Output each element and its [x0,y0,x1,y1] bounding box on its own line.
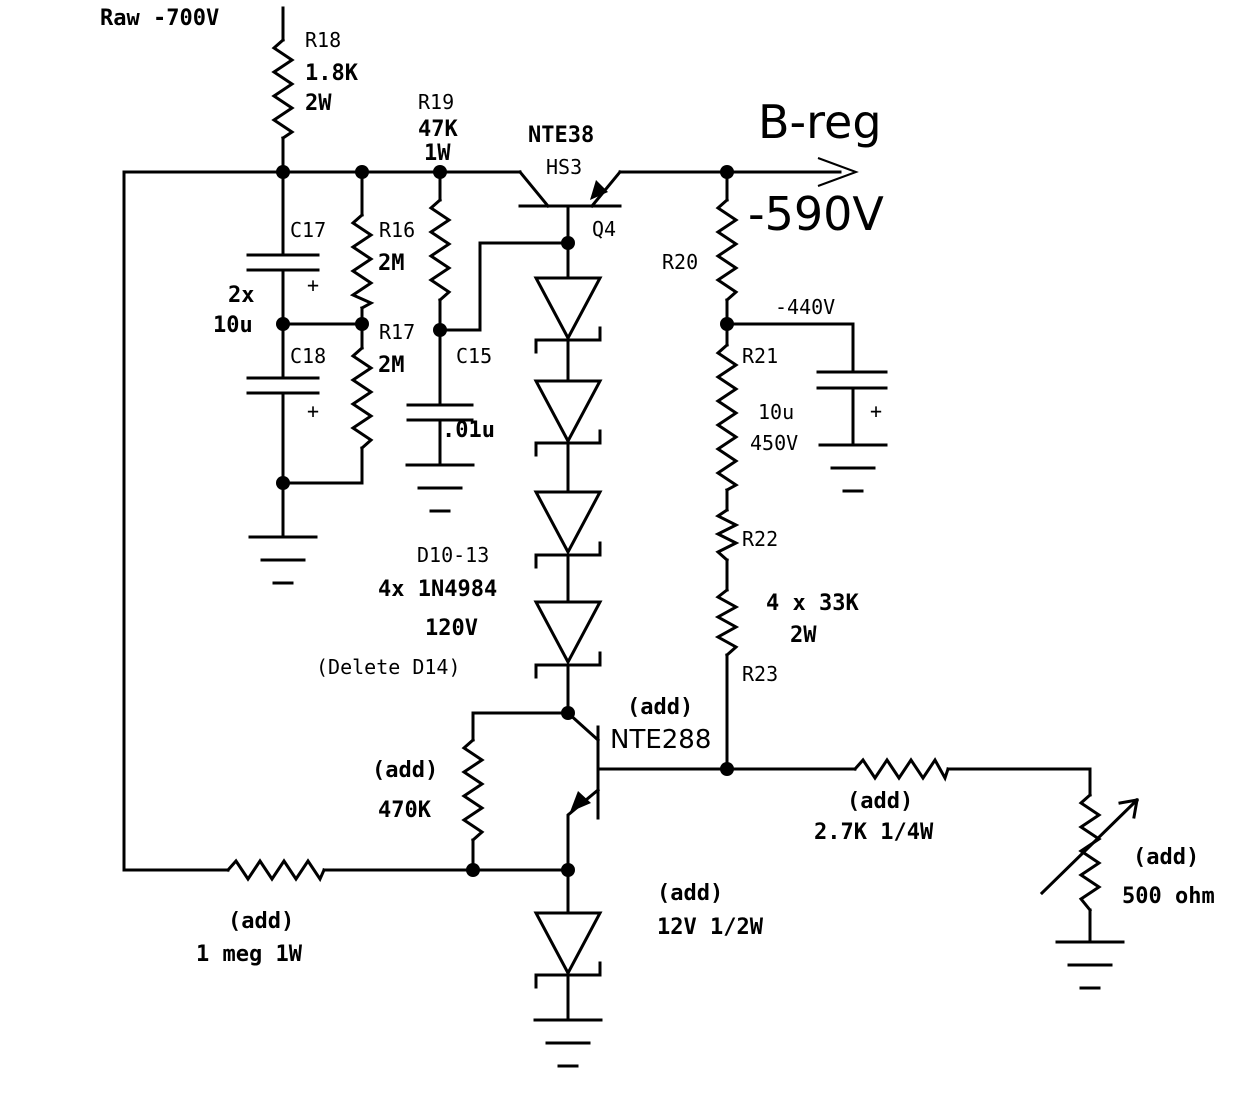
ground-icon-tap [818,443,888,493]
resistor-2k7 [852,757,950,782]
resistor-r19 [428,197,452,303]
diode-type-label: 4x 1N4984 [378,577,497,602]
add-1meg-label: (add) [228,909,294,934]
c18-plus-label: + [307,399,319,423]
q4-type-label: NTE38 [528,123,594,148]
tap-cap-voltage-label: 450V [750,431,798,455]
tap-voltage-label: -440V [775,295,835,319]
r1meg-value-label: 1 meg 1W [196,942,303,967]
zener-diode-12v [533,911,603,989]
breg-title-label: B-reg [758,95,882,149]
zener-value-label: 12V 1/2W [657,915,764,940]
c18-ref-label: C18 [290,344,326,368]
ground-icon-zener [533,1018,603,1068]
add-pot-label: (add) [1133,845,1199,870]
r16-value-label: 2M [378,251,405,276]
resistors [225,37,1140,913]
add-transistor-label: (add) [627,695,693,720]
diode-d12 [533,490,603,569]
resistor-r22 [714,507,740,563]
add-470k-label: (add) [372,758,438,783]
capacitor-c18 [246,376,320,395]
r18-ref-label: R18 [305,28,341,52]
wires [122,6,1092,1022]
nte288-emitter-arrow [570,791,591,812]
resistor-r21 [715,342,739,493]
r18-value-label: 1.8K [305,61,359,86]
pot-value-label: 500 ohm [1122,884,1215,909]
r17-value-label: 2M [378,353,405,378]
divider-value-label: 4 x 33K [766,591,859,616]
q4-emitter-arrow [590,180,608,200]
add-2k7-label: (add) [847,789,913,814]
tap-cap-plus-label: + [870,399,882,423]
diodes [533,276,603,989]
r16-ref-label: R16 [379,218,415,242]
resistor-r18 [271,37,295,141]
resistor-r23 [714,587,740,658]
junctions [276,165,734,877]
r21-ref-label: R21 [742,344,778,368]
diode-delete-label: (Delete D14) [316,655,461,679]
add-zener-label: (add) [657,881,723,906]
output-arrow-icon [817,157,859,187]
r19-ref-label: R19 [418,90,454,114]
c17-ref-label: C17 [290,218,326,242]
c17-plus-label: + [307,273,319,297]
capacitor-c17 [246,253,320,272]
r17-ref-label: R17 [379,320,415,344]
r22-ref-label: R22 [742,527,778,551]
r470k-value-label: 470K [378,798,432,823]
resistor-r17 [350,345,374,451]
resistor-470k [461,737,485,843]
cap-value-label: 10u [213,313,253,338]
q4-ref-label: Q4 [592,217,616,241]
transistor-type-label: NTE288 [610,725,711,755]
r19-value-label: 47K [418,117,458,142]
raw-supply-label: Raw -700V [100,6,219,31]
breg-voltage-label: -590V [748,187,884,241]
diode-d10 [533,276,603,354]
grounds [248,443,1125,1068]
r20-ref-label: R20 [662,250,698,274]
diode-d11 [533,379,603,457]
c15-ref-label: C15 [456,344,492,368]
resistor-1meg [225,858,326,883]
resistor-r20 [715,197,739,303]
capacitor-c15 [406,403,474,422]
ground-icon-c15 [405,463,475,513]
diode-ref-label: D10-13 [417,543,489,567]
capacitor-10u-450v [816,370,888,390]
divider-power-label: 2W [790,623,817,648]
diode-d13 [533,600,603,679]
diode-voltage-label: 120V [425,616,478,641]
ground-icon-pot [1055,940,1125,990]
resistor-r16 [349,212,375,311]
r19-power-label: 1W [424,141,451,166]
tap-cap-value-label: 10u [758,400,794,424]
labels: Raw -700V R18 1.8K 2W R19 47K 1W NTE38 H… [100,6,1215,967]
arrows [570,157,859,812]
capacitors [246,253,888,422]
r18-power-label: 2W [305,91,332,116]
r23-ref-label: R23 [742,662,778,686]
c15-value-label: .01u [442,418,495,443]
pot-arrow [1039,797,1140,896]
potentiometer-500-ohm [1078,792,1102,913]
cap-count-label: 2x [228,283,255,308]
r2k7-value-label: 2.7K 1/4W [814,820,934,845]
ground-icon-c18 [248,535,318,585]
q4-heatsink-label: HS3 [546,155,582,179]
